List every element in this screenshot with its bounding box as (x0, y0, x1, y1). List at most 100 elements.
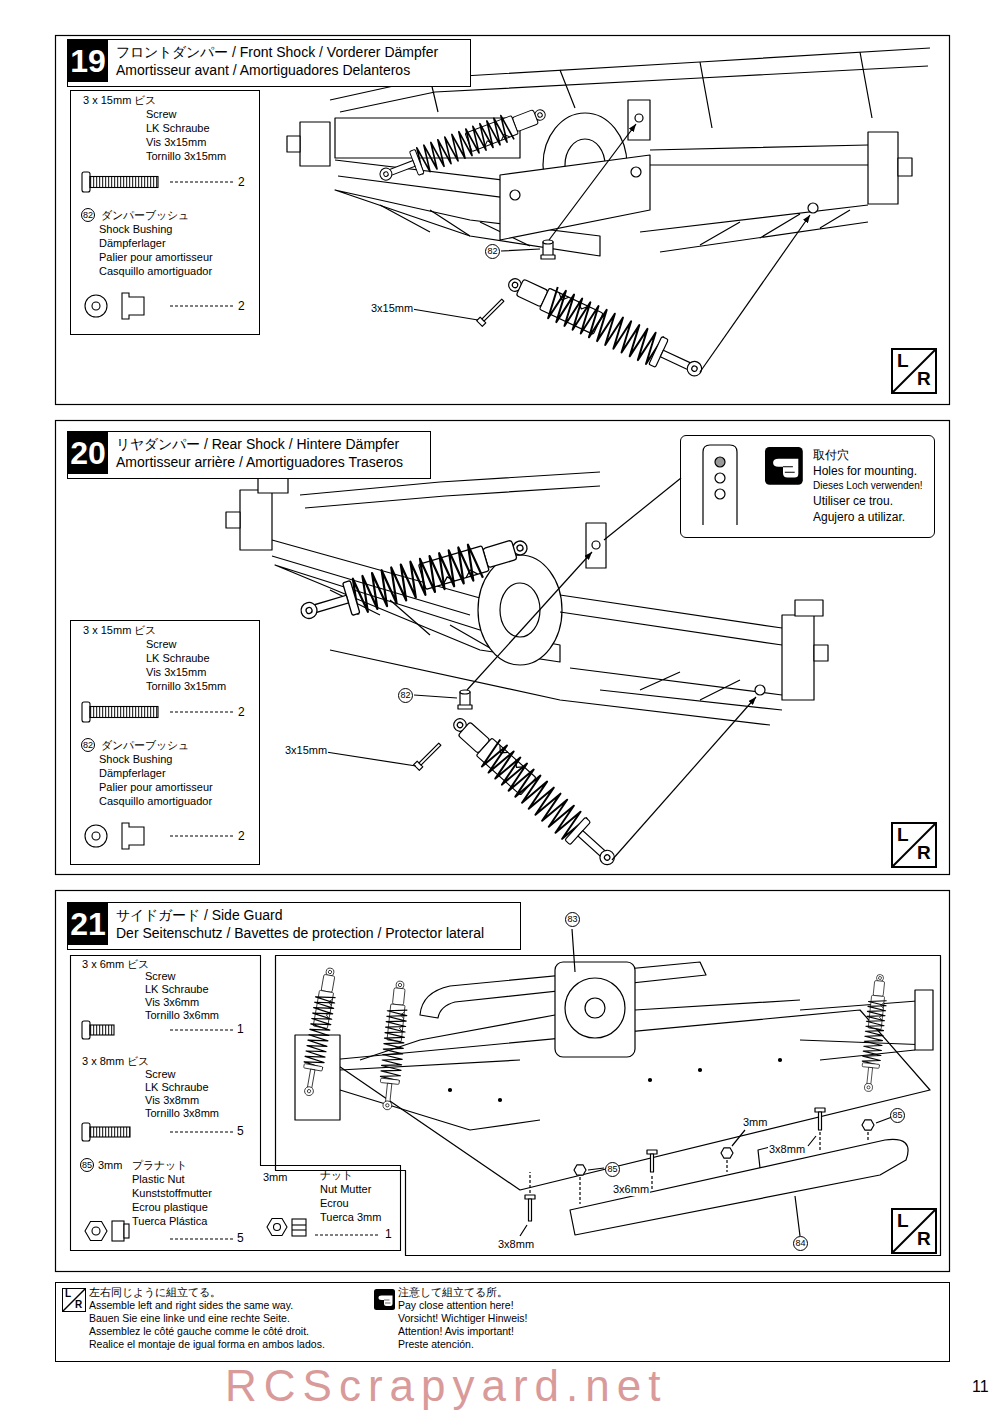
side-guard-assembly (819, 1112, 822, 1130)
front-suspension (510, 190, 520, 200)
part-text: プラナット (132, 1159, 187, 1172)
front-suspension (549, 124, 636, 240)
rear-suspension (414, 741, 443, 770)
side-guard-assembly (529, 1172, 530, 1193)
callout-number: 82 (485, 244, 500, 259)
step-title: フロントダンパー / Front Shock / Vorderer Dämpfe… (116, 43, 438, 61)
dimension-label: 3x8mm (768, 1143, 806, 1156)
side-guard-assembly (649, 1079, 652, 1082)
front-suspension (376, 101, 550, 189)
parts-icons (90, 1127, 130, 1137)
note-text: Holes for mounting. (813, 464, 917, 478)
callout-number: 82 (81, 208, 95, 222)
part-text: 3 x 8mm ビス (82, 1055, 149, 1068)
note-box: 左右同じように組立てる。Assemble left and right side… (55, 1282, 950, 1362)
lr-mark: L (897, 825, 909, 844)
side-guard-assembly (859, 974, 889, 1093)
side-guard-assembly (574, 1165, 586, 1175)
callout-number: 83 (565, 912, 580, 927)
parts-icons (112, 1221, 124, 1241)
rear-suspension (560, 595, 782, 710)
rear-suspension (715, 457, 725, 467)
side-guard-assembly (529, 1199, 532, 1221)
rear-suspension (592, 541, 600, 549)
panel-frame (56, 36, 950, 1272)
rear-suspension (240, 490, 272, 550)
front-suspension (287, 48, 930, 386)
parts-icons (124, 1224, 129, 1238)
lr-mark: R (917, 843, 931, 862)
note-text: Pay close attention here! (398, 1299, 514, 1312)
note-text: Agujero a utilizar. (813, 510, 905, 524)
part-text: Ecrou plastique (132, 1201, 208, 1214)
front-suspension (631, 167, 641, 177)
rear-suspension (795, 600, 823, 616)
lr-mark: L (65, 1289, 71, 1299)
rear-suspension (715, 473, 725, 483)
step-number: 19 (68, 40, 108, 82)
callout-box: 取付穴Holes for mounting.Dieses Loch verwen… (680, 435, 935, 538)
note-text: Attention! Avis important! (398, 1325, 514, 1338)
side-guard-assembly (726, 1160, 727, 1172)
side-guard-assembly (862, 1120, 874, 1130)
lr-icon: LR (893, 1210, 935, 1252)
rear-suspension (814, 645, 828, 661)
side-guard-assembly (779, 1059, 782, 1062)
part-text: ダンパーブッシュ (101, 739, 189, 752)
part-text: Kunststoffmutter (132, 1187, 212, 1200)
rear-suspension (467, 552, 592, 690)
dimension-label: 3x6mm (612, 1183, 650, 1196)
side-guard-assembly (298, 966, 340, 1097)
part-text: Tornillo 3x8mm (145, 1107, 219, 1120)
rear-suspension (444, 709, 623, 875)
front-suspension (287, 136, 300, 152)
lr-diagonal (893, 350, 935, 392)
parts-icons (292, 1229, 306, 1230)
part-text: Nut Mutter (320, 1183, 371, 1196)
rear-suspension (478, 555, 562, 665)
front-suspension (477, 297, 506, 326)
step-number: 21 (68, 903, 108, 945)
quantity: 2 (238, 299, 245, 313)
front-suspension (502, 268, 707, 387)
lr-diagonal (893, 1210, 935, 1252)
panel-frame (56, 421, 950, 875)
side-guard-assembly (915, 990, 933, 1050)
rear-suspension (458, 690, 472, 709)
lr-mark: R (917, 1229, 931, 1248)
part-text: Plastic Nut (132, 1173, 185, 1186)
side-guard-assembly (565, 978, 625, 1038)
part-text: Tornillo 3x6mm (145, 1009, 219, 1022)
note-text: 左右同じように組立てる。 (89, 1286, 221, 1299)
dimension-label: 3x8mm (497, 1238, 535, 1251)
quantity: 2 (238, 175, 245, 189)
parts-icons (267, 1219, 287, 1236)
callout-number: 85 (890, 1108, 905, 1123)
front-suspension (700, 215, 810, 372)
step-title: サイドガード / Side Guard (116, 906, 283, 924)
rear-suspension (715, 489, 725, 499)
side-guard-assembly (579, 1177, 580, 1204)
side-guard-assembly (377, 980, 410, 1111)
front-suspension (808, 203, 818, 213)
attention-icon (374, 447, 803, 1310)
rear-suspension (782, 615, 814, 700)
note-text: 取付穴 (813, 448, 849, 462)
quantity: 1 (237, 1022, 244, 1036)
rear-suspension (604, 478, 681, 540)
parts-box: 3 x 15mm ビスScrewLK SchraubeVis 3x15mmTor… (70, 620, 260, 865)
step-header: 19 フロントダンパー / Front Shock / Vorderer Dämp… (68, 40, 470, 86)
parts-icons (315, 1234, 380, 1235)
side-guard-assembly (520, 929, 892, 1236)
panel-frame (56, 36, 950, 405)
parts-icons (82, 172, 233, 319)
parts-icons (90, 1025, 114, 1035)
quantity: 5 (237, 1231, 244, 1245)
parts-icons (292, 1224, 306, 1225)
side-guard-assembly (449, 1089, 452, 1092)
parts-icons (71, 172, 401, 1251)
side-guard-assembly (699, 1069, 702, 1072)
part-text: Screw (146, 638, 177, 651)
callout-number: 82 (81, 738, 95, 752)
